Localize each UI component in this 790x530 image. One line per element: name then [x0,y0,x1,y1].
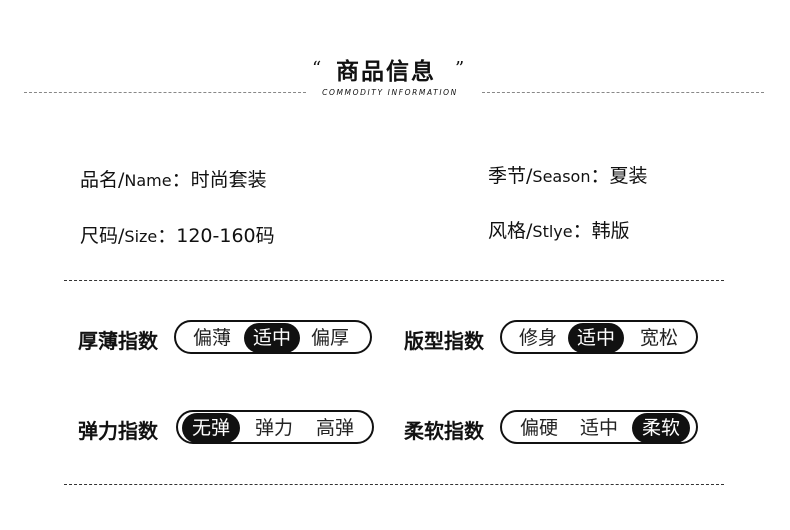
style-label-en: Stlye [532,222,573,241]
fit-index-scale: 修身 适中 宽松 [500,320,698,354]
style-label: 风格/ [488,220,533,242]
elasticity-option-high: 高弹 [315,417,354,439]
softness-option-hard: 偏硬 [519,417,558,439]
thickness-index-label: 厚薄指数 [78,329,158,353]
name-label-en: Name [124,171,172,190]
name-value: ：时尚套装 [171,169,267,191]
fit-index-label: 版型指数 [404,329,484,353]
softness-index-label: 柔软指数 [404,419,484,443]
thickness-option-thick: 偏厚 [310,327,349,349]
header-divider-right [482,92,764,93]
header-divider-left [24,92,306,93]
section-subtitle: COMMODITY INFORMATION [322,88,458,97]
product-name: 品名/Name：时尚套装 [80,165,267,192]
name-label: 品名/ [80,169,125,191]
season-label-en: Season [532,167,591,186]
product-season: 季节/Season：夏装 [488,161,648,188]
divider-bottom [64,484,724,485]
softness-index-scale: 偏硬 适中 柔软 [500,410,698,444]
season-value: ：夏装 [590,165,648,187]
section-header: “ 商品信息 ” [0,52,790,92]
thickness-option-medium: 适中 [244,323,300,353]
open-quote-mark: “ [312,58,322,79]
fit-option-slim: 修身 [518,327,557,349]
season-label: 季节/ [488,165,533,187]
section-title: 商品信息 [336,59,436,85]
elasticity-option-none: 无弹 [182,413,240,443]
divider-middle [64,280,724,281]
thickness-option-thin: 偏薄 [192,327,231,349]
elasticity-index-label: 弹力指数 [78,419,158,443]
fit-option-regular: 适中 [568,323,624,353]
size-value: ：120-160码 [157,225,275,247]
elasticity-index-scale: 无弹 弹力 高弹 [176,410,374,444]
fit-option-loose: 宽松 [639,327,678,349]
softness-option-soft: 柔软 [632,413,690,443]
size-label: 尺码/ [80,225,125,247]
product-style: 风格/Stlye：韩版 [488,216,630,243]
elasticity-option-stretch: 弹力 [254,417,293,439]
style-value: ：韩版 [572,220,630,242]
product-size: 尺码/Size：120-160码 [80,221,275,248]
close-quote-mark: ” [455,58,465,79]
size-label-en: Size [124,227,158,246]
thickness-index-scale: 偏薄 适中 偏厚 [174,320,372,354]
softness-option-medium: 适中 [579,417,618,439]
